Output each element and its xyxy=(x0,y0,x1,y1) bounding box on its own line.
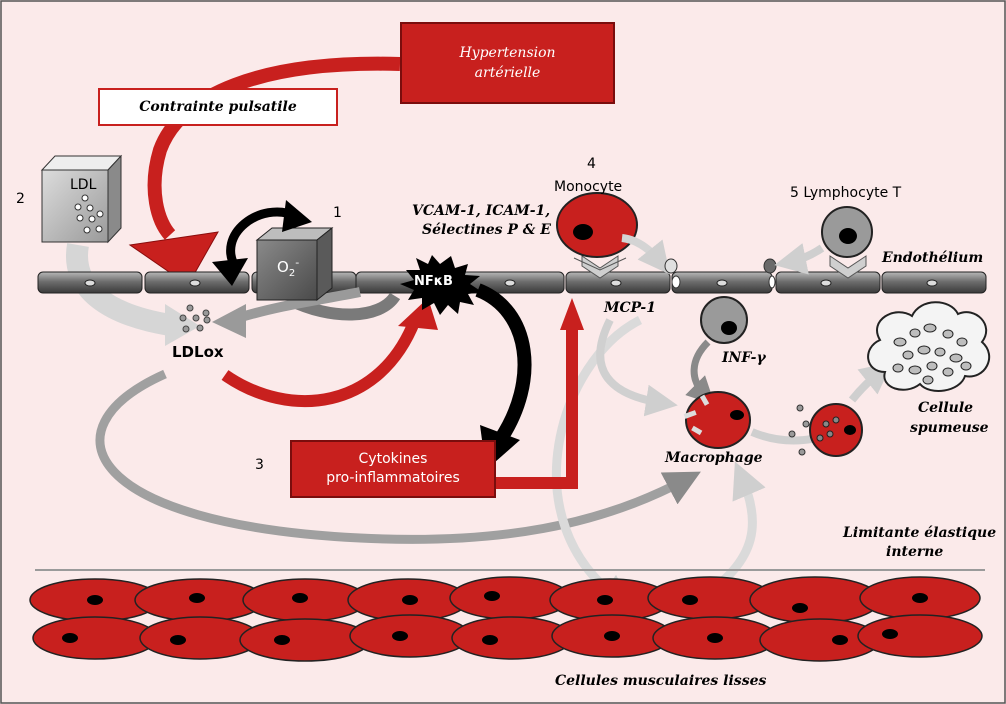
o2-symbol: O xyxy=(277,258,289,276)
lymphocyte-label: 5 Lymphocyte T xyxy=(790,185,902,201)
hypertension-line2: artérielle xyxy=(474,65,541,81)
endothelium-label: Endothélium xyxy=(882,250,984,266)
macrophage-label: Macrophage xyxy=(665,450,763,466)
inner-lymphocyte xyxy=(700,296,748,344)
ldlox-label: LDLox xyxy=(172,343,224,361)
superoxide-arrow-body xyxy=(226,207,298,271)
cellule-spumeuse-line1: Cellule xyxy=(918,400,974,416)
mcp1-to-muscle-arrow xyxy=(551,315,643,611)
ldl-to-ldlox-arrow-head xyxy=(165,304,200,346)
cellules-musculaires-label: Cellules musculaires lisses xyxy=(555,673,767,689)
foam-transition-cell xyxy=(788,403,863,457)
nfkb-to-cytokines-arrow-body xyxy=(475,283,532,444)
o2-label: O2- xyxy=(277,256,299,279)
o2-subscript: 2 xyxy=(288,268,296,279)
macrophage-cell xyxy=(683,391,751,449)
ldl-label: LDL xyxy=(70,177,97,193)
hypertension-box: Hypertension artérielle xyxy=(400,22,615,104)
adhesion-line1: VCAM-1, ICAM-1, xyxy=(412,203,551,219)
hypertension-line1: Hypertension xyxy=(459,45,556,61)
nfkb-to-ldlox-arrow-head xyxy=(212,304,246,338)
o2-cube xyxy=(255,226,334,302)
step-number-4: 4 xyxy=(587,156,596,172)
superoxide-arrow-head xyxy=(282,200,312,232)
hypertension-arrow-body xyxy=(147,56,401,240)
cytokines-line2: pro-inflammatoires xyxy=(326,470,460,486)
mcp1-label: MCP-1 xyxy=(604,300,656,316)
nfkb-burst xyxy=(400,255,482,315)
step-number-2: 2 xyxy=(16,191,25,207)
monocyte-cell xyxy=(556,192,638,279)
limitante-line2: interne xyxy=(886,544,944,560)
ldl-to-ldlox-arrow-body xyxy=(66,243,172,336)
cytokines-box: Cytokines pro-inflammatoires xyxy=(290,440,496,498)
ldlox-particles xyxy=(179,304,211,333)
ldlox-to-nfkb-arrow-body xyxy=(221,317,421,407)
nfkb-to-ldlox-arrow-body xyxy=(236,287,361,323)
smooth-muscle-cells xyxy=(29,576,983,662)
monocyte-arrow xyxy=(621,234,670,275)
endothelium-membrane xyxy=(37,271,987,294)
o2-superscript: - xyxy=(295,256,300,269)
lymphocyte-arrow xyxy=(774,243,825,275)
hypertension-arrow-head xyxy=(128,231,219,286)
infg-arrow xyxy=(685,339,715,405)
cytokines-to-adhesion-arrow-head xyxy=(560,298,584,330)
adhesion-line2: Sélectines P & E xyxy=(422,222,551,238)
step-number-3: 3 xyxy=(255,457,264,473)
ldl-cube xyxy=(40,154,123,244)
monocyte-label: Monocyte xyxy=(554,179,623,195)
cytokines-to-adhesion-arrow-body xyxy=(496,325,578,489)
contrainte-box: Contrainte pulsatile xyxy=(98,88,338,126)
nfkb-label: NFκB xyxy=(414,274,453,289)
infg-label: INF-γ xyxy=(722,350,766,366)
contrainte-label: Contrainte pulsatile xyxy=(139,99,297,115)
step-number-1: 1 xyxy=(333,205,342,221)
lymphocyte-cell xyxy=(821,206,873,279)
foam-cell xyxy=(867,301,991,392)
cellule-spumeuse-line2: spumeuse xyxy=(910,420,989,436)
ldlox-to-macrophage-arrow xyxy=(95,369,701,544)
limitante-line1: Limitante élastique xyxy=(843,525,997,541)
mcp1-to-macrophage-arrow xyxy=(596,318,678,417)
cytokines-line1: Cytokines xyxy=(358,451,428,467)
to-foam-cell-arrow xyxy=(848,362,893,403)
